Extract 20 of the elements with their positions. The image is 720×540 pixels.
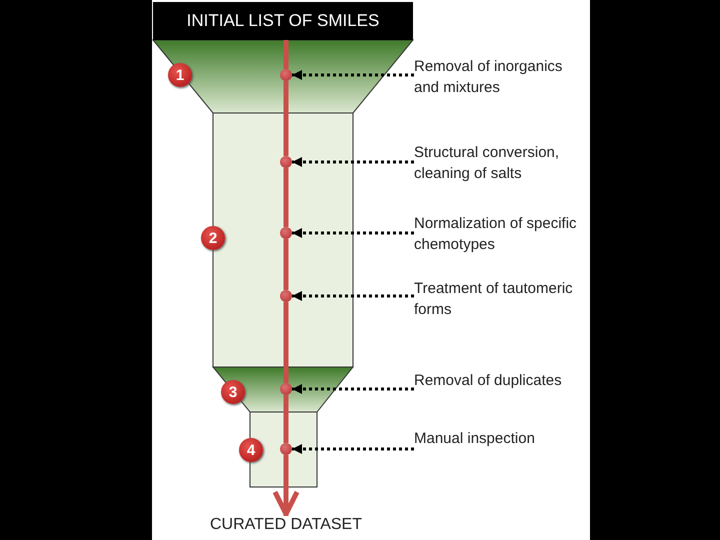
flow-arrow <box>272 455 300 516</box>
step-label: Removal of duplicates <box>414 370 586 392</box>
header-box: INITIAL LIST OF SMILES <box>153 2 413 40</box>
step-label: Treatment of tautomeric forms <box>414 278 586 322</box>
node-label: INITIAL LIST OF SMILES <box>186 11 380 30</box>
dotted-arrow <box>292 444 414 454</box>
dotted-arrow <box>292 384 414 394</box>
output-label: CURATED DATASET <box>196 516 376 538</box>
step-number-badge: 3 <box>221 380 245 404</box>
dotted-arrow <box>292 228 414 238</box>
step-label: Manual inspection <box>414 428 586 450</box>
dotted-arrow <box>292 291 414 301</box>
step-number-badge: 1 <box>168 63 192 87</box>
dotted-arrow <box>292 70 414 80</box>
dotted-arrow <box>292 157 414 167</box>
step-number-badge: 2 <box>201 226 225 250</box>
step-number-badge: 4 <box>239 438 263 462</box>
step-label: Structural conversion, cleaning of salts <box>414 142 586 186</box>
step-label: Removal of inorganics and mixtures <box>414 56 586 100</box>
step-label: Normalization of specific chemotypes <box>414 213 586 257</box>
